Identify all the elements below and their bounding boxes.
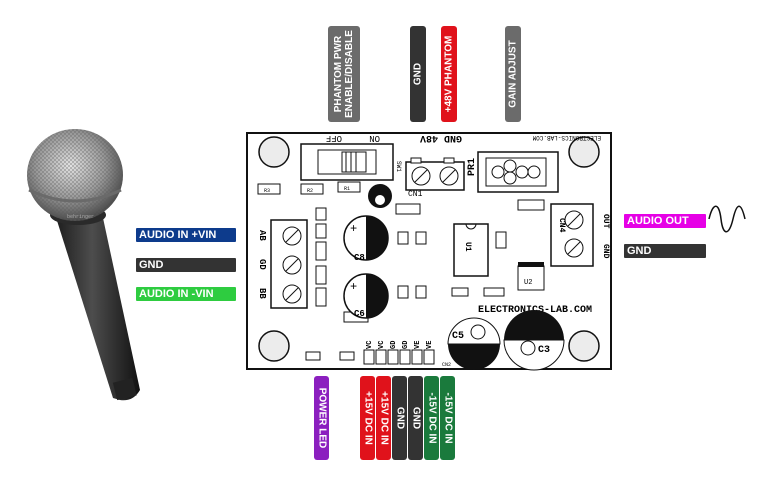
r2-label: R2	[307, 188, 313, 194]
sw-off-label: OFF	[326, 133, 342, 143]
audio-in-pos-label: AUDIO IN +VIN	[136, 228, 236, 242]
phantom48-label: +48V PHANTOM	[441, 26, 457, 122]
svg-text:behringer: behringer	[67, 214, 94, 220]
mounting-hole	[258, 136, 290, 168]
mounting-hole	[568, 136, 600, 168]
audio-out-label: AUDIO OUT	[624, 214, 706, 228]
resistor-r2	[300, 183, 324, 195]
gnd48v-label: GND 48V	[420, 132, 462, 143]
ab-label: AB	[257, 230, 267, 241]
microphone-image: behringer	[27, 129, 140, 401]
power-led-label: POWER LED	[314, 376, 329, 460]
pcb-board: OFF ON SW1 GND 48V CN1 PR1 ELECTRONICS-L…	[246, 132, 612, 371]
potentiometer-pr1	[477, 151, 559, 193]
cn2-pin-label: VE	[426, 341, 434, 349]
capacitor-c5	[447, 317, 501, 370]
gnd-a-label: GND	[392, 376, 407, 460]
v15-b-label: +15V DC IN	[376, 376, 391, 460]
cn2-label: CN2	[442, 362, 451, 368]
cn2-pin-label: VC	[366, 341, 374, 349]
svg-text:+: +	[350, 280, 357, 294]
out-label: OUT	[601, 214, 610, 229]
resistor-r1	[337, 181, 361, 193]
capacitor-c3	[503, 310, 565, 371]
neg15-b-label: -15V DC IN	[440, 376, 455, 460]
u2-label: U2	[524, 279, 532, 287]
sine-wave-icon	[708, 205, 746, 233]
ic-u1	[453, 223, 489, 277]
c3-label: C3	[538, 345, 550, 356]
cn4-label: CN4	[557, 218, 566, 233]
mounting-hole	[568, 330, 600, 362]
c8-label: C8	[354, 253, 365, 263]
cn2-pin-label: VC	[378, 341, 386, 349]
svg-text:+: +	[350, 222, 357, 236]
r3-label: R3	[264, 188, 270, 194]
cn1-label: CN1	[408, 190, 423, 199]
connector-cn2	[363, 349, 435, 365]
c5-label: C5	[452, 331, 464, 342]
gnd-out-label: GND	[601, 244, 610, 259]
c6-label: C6	[354, 309, 365, 319]
gnd-right-label: GND	[624, 244, 706, 258]
website-small: ELECTRONICS-LAB.COM	[532, 134, 601, 141]
bb-label: BB	[257, 288, 267, 299]
switch-sw1	[300, 143, 394, 181]
gd-label: GD	[257, 259, 267, 270]
r1-label: R1	[344, 186, 350, 192]
capacitor-c8: +	[343, 215, 389, 261]
connector-cn1	[405, 157, 465, 191]
cn2-pin-label: GD	[402, 341, 410, 349]
connector-cn3	[270, 219, 308, 309]
gain-adjust-label: GAIN ADJUST	[505, 26, 521, 122]
v15-a-label: +15V DC IN	[360, 376, 375, 460]
audio-in-neg-label: AUDIO IN -VIN	[136, 287, 236, 301]
cn2-pin-label: GD	[390, 341, 398, 349]
gnd-b-label: GND	[408, 376, 423, 460]
resistor-r3	[257, 183, 281, 195]
gnd-top-label: GND	[410, 26, 426, 122]
neg15-a-label: -15V DC IN	[424, 376, 439, 460]
capacitor-c6: +	[343, 273, 389, 319]
sw-on-label: ON	[369, 133, 380, 143]
connector-cn4	[550, 203, 594, 267]
u1-label: U1	[463, 242, 472, 252]
pr1-label: PR1	[467, 158, 478, 176]
cn2-pin-label: VE	[414, 341, 422, 349]
gnd-left-label: GND	[136, 258, 236, 272]
mounting-hole	[258, 330, 290, 362]
sw1-label: SW1	[395, 161, 402, 172]
